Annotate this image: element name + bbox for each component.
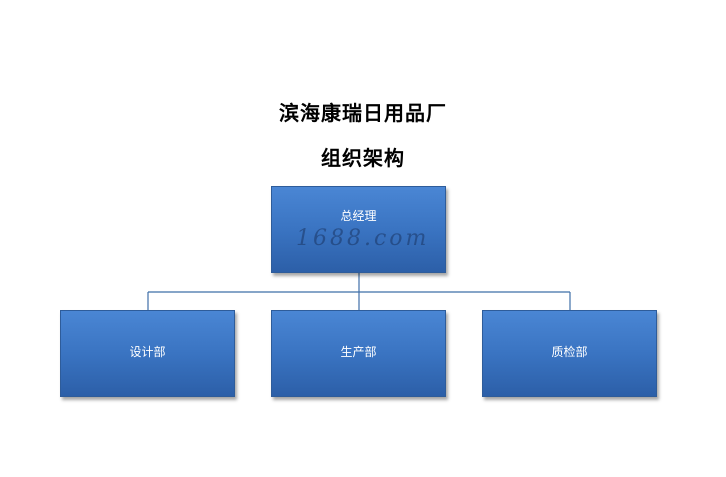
node-dept-production[interactable]: 生产部 xyxy=(271,310,446,397)
node-dept-quality[interactable]: 质检部 xyxy=(482,310,657,397)
node-label: 生产部 xyxy=(340,345,377,359)
chart-subtitle: 组织架构 xyxy=(321,146,405,170)
chart-title: 滨海康瑞日用品厂 xyxy=(279,101,447,125)
node-general-manager[interactable]: 总经理 xyxy=(271,186,446,273)
node-label: 总经理 xyxy=(340,209,377,223)
node-dept-design[interactable]: 设计部 xyxy=(60,310,235,397)
node-label: 设计部 xyxy=(129,345,166,359)
node-label: 质检部 xyxy=(551,345,588,359)
